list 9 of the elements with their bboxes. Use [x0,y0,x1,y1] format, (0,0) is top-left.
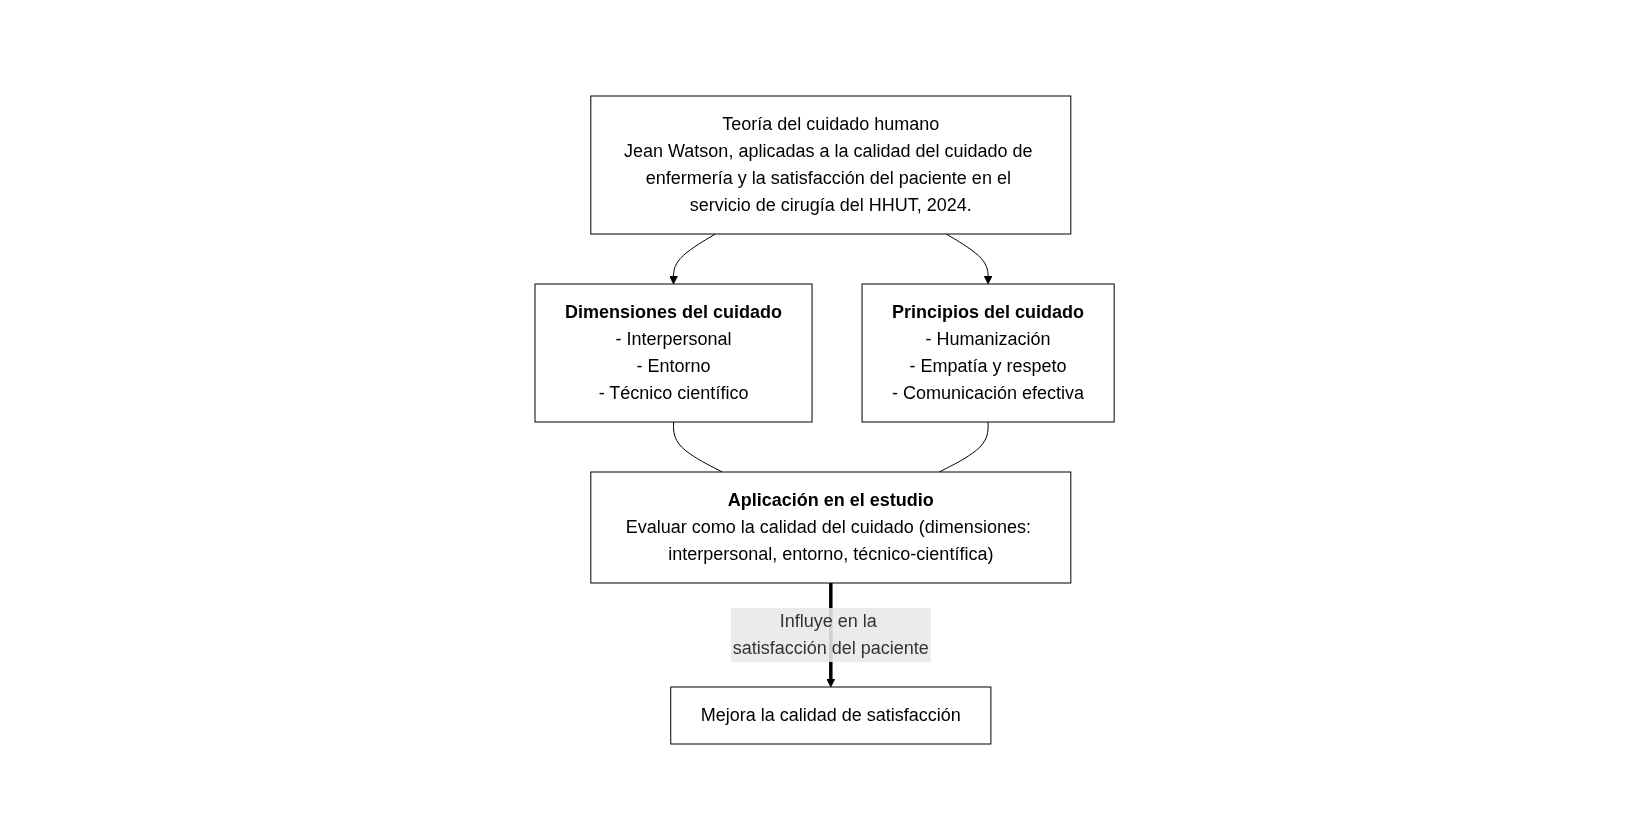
node-box: Principios del cuidado - Humanización - Empatía y respeto - Comunicación efectiva [861,283,1116,423]
node-box: Mejora la calidad de satisfacción [670,686,992,745]
connector [673,421,724,473]
node-box: Aplicación en el estudio Evaluar como la calidad del cuidado (dimensiones: interpersonal, entorno, técnico-científica) [590,471,1072,584]
arrow [946,233,993,285]
node-box: Dimensiones del cuidado - Interpersonal - Entorno - Técnico científico [534,283,813,423]
edge-label: Influye en la satisfacción del paciente [733,611,930,658]
connector [939,421,989,473]
node-box: Teoría del cuidado humano Jean Watson, aplicadas a la calidad del cuidado de enfermería y la satisfacción del paciente en el servicio de cirugía del HHUT, 2024. [590,95,1072,235]
